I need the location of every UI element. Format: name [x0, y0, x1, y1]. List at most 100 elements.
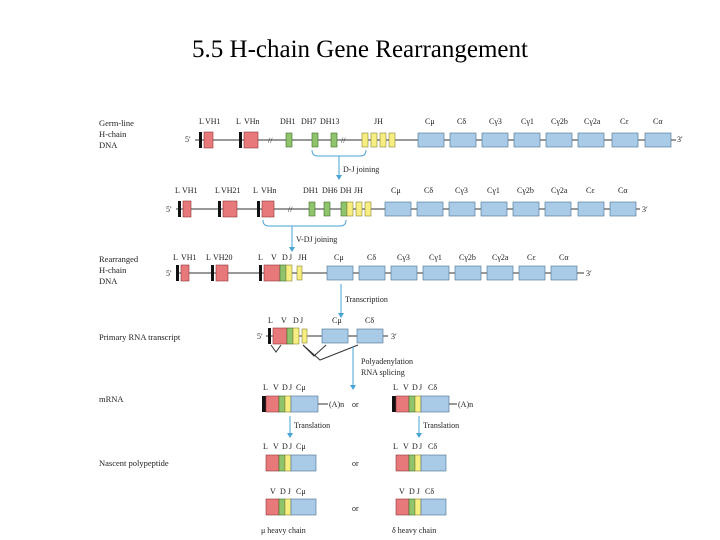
c-segment — [422, 265, 450, 281]
step-vdj-joining: V-DJ joining — [296, 235, 337, 244]
primary-transcript-row: Primary RNA transcript 5′ 3′ L V D J Cμ … — [99, 316, 397, 361]
seg-label: Cγ2a — [492, 253, 509, 262]
seg-label: L — [199, 117, 204, 126]
j-segment — [296, 265, 303, 281]
c-segment — [290, 454, 317, 472]
c-segment — [290, 395, 319, 413]
c-segment — [390, 265, 418, 281]
leader-segment — [218, 201, 221, 217]
c-segment — [321, 328, 349, 344]
seg-label: Cγ3 — [455, 186, 468, 195]
c-segment — [481, 132, 509, 148]
c-segment — [384, 201, 412, 217]
c-segment — [326, 265, 354, 281]
seg-label: Cα — [618, 186, 628, 195]
page-title: 5.5 H-chain Gene Rearrangement — [192, 36, 528, 63]
poly-a-tail: (A)n — [329, 400, 344, 409]
j-segment — [364, 201, 372, 217]
leader-segment — [257, 201, 260, 217]
v-segment — [261, 200, 275, 218]
leader-segment — [176, 265, 179, 281]
seg-label: J — [289, 253, 292, 262]
seg-label: D — [282, 253, 288, 262]
leader-segment — [199, 132, 202, 148]
seg-label: Cδ — [367, 253, 376, 262]
v-segment — [272, 327, 288, 345]
c-segment — [454, 265, 482, 281]
seg-label: Cμ — [296, 442, 306, 451]
svg-text://: // — [268, 136, 273, 145]
v-segment — [222, 200, 238, 218]
seg-label: Cδ — [365, 316, 374, 325]
seg-label: V — [403, 442, 409, 451]
j-segment — [301, 328, 308, 344]
c-segment — [486, 265, 514, 281]
d-segment — [285, 132, 293, 148]
or-label: or — [352, 459, 359, 468]
seg-label: VH20 — [213, 253, 233, 262]
seg-label: JH — [298, 253, 307, 262]
step-translation-delta: Translation — [423, 421, 459, 430]
five-prime-label: 5′ — [257, 332, 263, 341]
c-segment — [550, 265, 578, 281]
seg-label: VHn — [244, 117, 260, 126]
v-segment — [395, 498, 410, 516]
dj-bracket — [311, 149, 367, 157]
d-segment — [323, 201, 331, 217]
five-prime-label: 5′ — [166, 269, 172, 278]
step-polyadenylation: Polyadenylation — [361, 357, 413, 366]
seg-label: J — [289, 383, 292, 392]
seg-label: L — [175, 186, 180, 195]
c-segment — [513, 132, 541, 148]
j-segment — [414, 395, 422, 413]
svg-text://: // — [288, 205, 293, 214]
c-segment — [449, 132, 477, 148]
leader-segment — [178, 201, 181, 217]
seg-label: Cδ — [457, 117, 466, 126]
seg-label: Cδ — [428, 442, 437, 451]
v-segment — [265, 454, 280, 472]
delta-heavy-chain-label: δ heavy chain — [392, 526, 436, 535]
seg-label: Cα — [559, 253, 569, 262]
seg-label: J — [419, 442, 422, 451]
seg-label: L — [173, 253, 178, 262]
seg-label: Cγ1 — [487, 186, 500, 195]
c-segment — [420, 498, 447, 516]
leader-segment — [392, 396, 396, 412]
seg-label: L — [258, 253, 263, 262]
poly-a-tail: (A)n — [458, 400, 473, 409]
or-label: or — [352, 504, 359, 513]
three-prime-label: 3′ — [586, 269, 592, 278]
seg-label: Cμ — [296, 487, 306, 496]
seg-label: Cμ — [296, 383, 306, 392]
c-segment — [577, 201, 605, 217]
d-segment — [340, 201, 348, 217]
seg-label: Cε — [620, 117, 629, 126]
c-segment — [577, 132, 605, 148]
v-segment — [265, 395, 280, 413]
or-label: or — [352, 400, 359, 409]
svg-text://: // — [341, 136, 346, 145]
seg-label: VH1 — [205, 117, 221, 126]
v-segment — [243, 131, 259, 149]
germline-row: Germ-line H-chain DNA 5′ 3′ // // L VH1 … — [99, 117, 683, 150]
d-segment — [408, 395, 416, 413]
c-segment — [420, 395, 450, 413]
j-segment — [284, 395, 292, 413]
seg-label: Cμ — [391, 186, 401, 195]
d-segment — [286, 327, 294, 345]
seg-label: Cμ — [425, 117, 435, 126]
seg-label: Cε — [586, 186, 595, 195]
j-segment — [284, 498, 292, 516]
d-segment — [278, 395, 286, 413]
seg-label: D — [282, 442, 288, 451]
c-segment — [417, 132, 445, 148]
step-transcription: Transcription — [345, 295, 388, 304]
nascent-row: Nascent polypeptide L V D J Cμ or L V D … — [99, 442, 447, 472]
seg-label: Cα — [653, 117, 663, 126]
seg-label: L — [263, 442, 268, 451]
row-label-primary: Primary RNA transcript — [99, 332, 181, 342]
leader-segment — [211, 265, 214, 281]
seg-label: D — [293, 316, 299, 325]
heavy-chain-row: V D J Cμ μ heavy chain or V D J Cδ δ hea… — [261, 487, 447, 535]
